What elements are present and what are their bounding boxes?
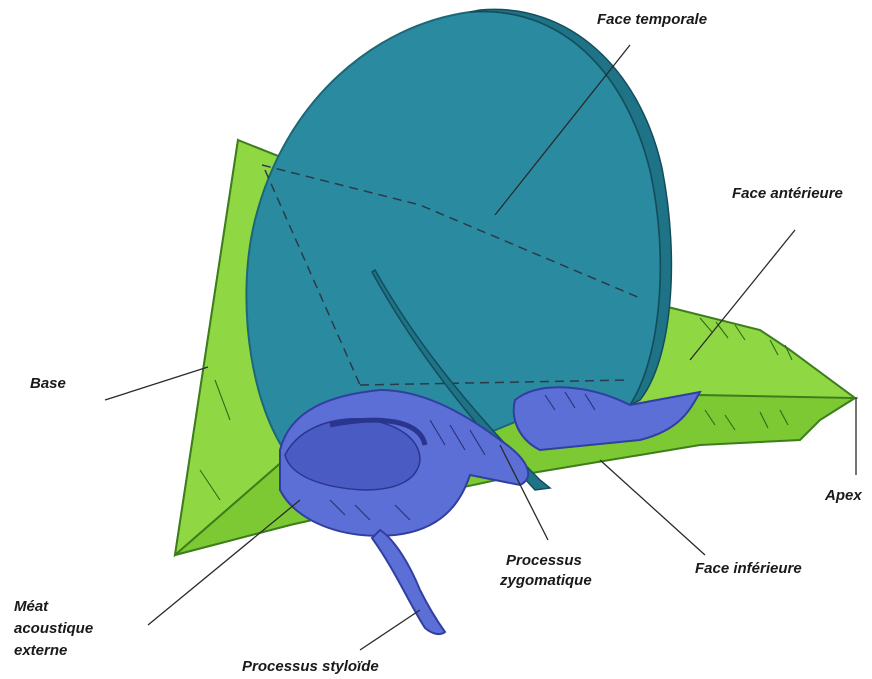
label-processus-zygomatique-2: zygomatique — [499, 572, 592, 589]
label-face-temporale: Face temporale — [597, 11, 707, 28]
label-meat-3: externe — [14, 642, 67, 659]
styloid-process — [372, 530, 445, 634]
label-processus-styloide: Processus styloïde — [242, 658, 379, 675]
label-processus-zygomatique-1: Processus — [506, 552, 582, 569]
leader-base — [105, 367, 208, 400]
label-face-anterieure: Face antérieure — [732, 185, 843, 202]
leader-face-inferieure — [600, 460, 705, 555]
label-base: Base — [30, 375, 66, 392]
label-meat-2: acoustique — [14, 620, 93, 637]
label-meat-1: Méat — [14, 598, 49, 615]
label-face-inferieure: Face inférieure — [695, 560, 802, 577]
leader-processus-styloide — [360, 610, 420, 650]
label-apex: Apex — [824, 487, 862, 504]
